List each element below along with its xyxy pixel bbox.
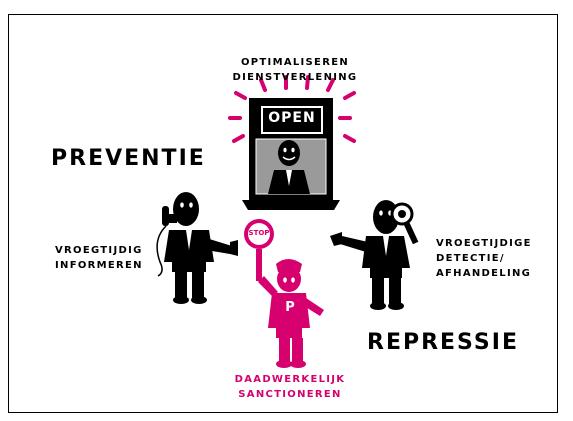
- top-label-line1: OPTIMALISEREN: [241, 57, 349, 68]
- right-label-line2: DETECTIE/: [436, 253, 505, 264]
- left-label: VROEGTIJDIG INFORMEREN: [55, 243, 143, 273]
- open-shop-rays: [228, 75, 356, 143]
- magnifier-man-icon: [330, 200, 419, 310]
- top-label: OPTIMALISEREN DIENSTVERLENING: [225, 55, 365, 85]
- preventie-heading: PREVENTIE: [51, 146, 206, 171]
- bottom-label: DAADWERKELIJK SANCTIONEREN: [220, 372, 360, 402]
- stop-sign-text: STOP: [248, 229, 270, 237]
- right-label: VROEGTIJDIGE DETECTIE/ AFHANDELING: [436, 236, 532, 281]
- left-label-line2: INFORMEREN: [55, 260, 143, 271]
- bottom-label-line1: DAADWERKELIJK: [234, 374, 346, 385]
- open-shop-icon: [242, 98, 340, 210]
- right-label-line1: VROEGTIJDIGE: [436, 238, 532, 249]
- phone-man-icon: [156, 192, 238, 304]
- parking-letter: P: [285, 300, 295, 315]
- right-label-line3: AFHANDELING: [436, 268, 532, 279]
- left-label-line1: VROEGTIJDIG: [55, 245, 143, 256]
- open-sign-text: OPEN: [268, 110, 316, 126]
- bottom-label-line2: SANCTIONEREN: [238, 389, 342, 400]
- repressie-heading: REPRESSIE: [367, 330, 519, 355]
- top-label-line2: DIENSTVERLENING: [232, 72, 358, 83]
- traffic-officer-icon: [244, 219, 324, 368]
